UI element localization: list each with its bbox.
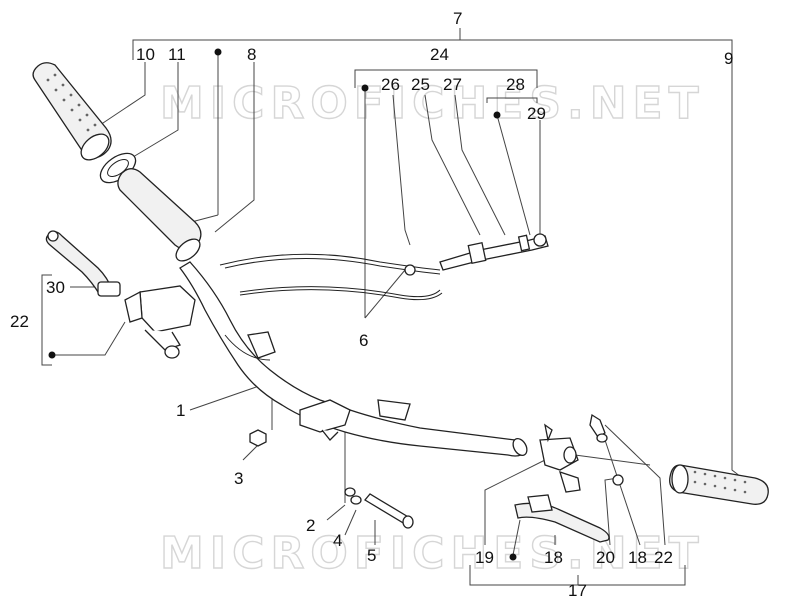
leader-dots bbox=[48, 48, 517, 561]
dot-marker bbox=[493, 111, 501, 119]
callout-30: 30 bbox=[46, 278, 65, 297]
callout-20: 20 bbox=[596, 548, 615, 567]
callout-3: 3 bbox=[234, 469, 243, 488]
callout-5: 5 bbox=[367, 546, 376, 565]
nut-part bbox=[249, 429, 267, 447]
dot-marker bbox=[48, 351, 56, 359]
callout-29: 29 bbox=[527, 104, 546, 123]
dot-marker bbox=[361, 84, 369, 92]
callout-10: 10 bbox=[136, 45, 155, 64]
right-grip-part bbox=[669, 464, 769, 505]
callout-4: 4 bbox=[333, 531, 342, 550]
callout-18-left: 18 bbox=[544, 548, 563, 567]
callout-26: 26 bbox=[381, 75, 400, 94]
dot-marker bbox=[214, 48, 222, 56]
callout-8: 8 bbox=[247, 45, 256, 64]
callout-9: 9 bbox=[724, 49, 733, 68]
center-clamp-part bbox=[299, 399, 351, 441]
callout-19: 19 bbox=[475, 548, 494, 567]
master-cylinder-part bbox=[124, 285, 196, 359]
callout-22-right: 22 bbox=[654, 548, 673, 567]
brake-lever-left-part bbox=[45, 230, 121, 297]
watermark-bottom: MICROFICHES.NET bbox=[160, 528, 705, 579]
callout-17: 17 bbox=[568, 581, 587, 600]
dot-marker bbox=[509, 553, 517, 561]
handlebar-part bbox=[179, 261, 528, 457]
callout-1: 1 bbox=[176, 401, 185, 420]
callout-2: 2 bbox=[306, 516, 315, 535]
callout-6: 6 bbox=[359, 331, 368, 350]
throttle-tube-part bbox=[117, 168, 202, 262]
throttle-cable-part bbox=[219, 253, 443, 301]
watermark-top: MICROFICHES.NET bbox=[160, 78, 705, 129]
brake-lever-right-part bbox=[514, 423, 624, 543]
callout-28: 28 bbox=[506, 75, 525, 94]
callout-22-left: 22 bbox=[10, 312, 29, 331]
callout-18-right: 18 bbox=[628, 548, 647, 567]
callout-7: 7 bbox=[453, 9, 462, 28]
callout-24: 24 bbox=[430, 45, 449, 64]
bolt-set-part bbox=[344, 487, 414, 529]
left-grip-part bbox=[32, 62, 112, 161]
callout-27: 27 bbox=[443, 75, 462, 94]
callout-11: 11 bbox=[168, 45, 186, 64]
small-screw-part bbox=[589, 413, 608, 443]
callout-labels: 7 24 10 11 8 9 26 25 27 28 29 30 22 6 1 … bbox=[10, 9, 733, 600]
callout-25: 25 bbox=[411, 75, 430, 94]
cable-adjuster-part bbox=[439, 233, 549, 271]
